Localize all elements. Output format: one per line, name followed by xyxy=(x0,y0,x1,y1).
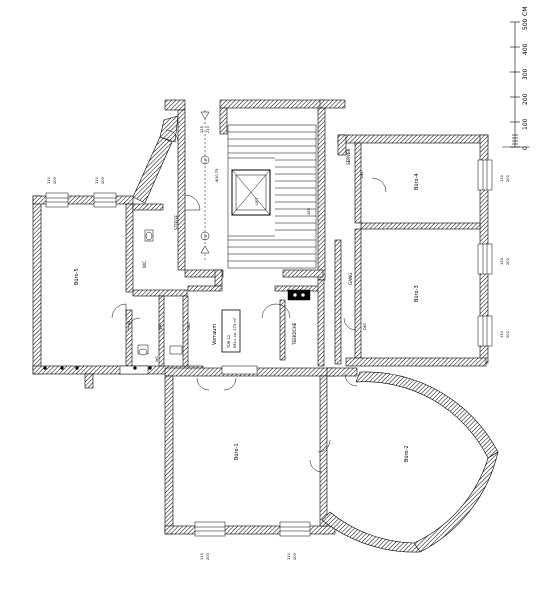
sink xyxy=(169,345,183,355)
room-gang: GANG xyxy=(348,273,353,286)
room-labels: Büro-1 Büro-2 Büro-3 Büro-4 Büro-5 Vorra… xyxy=(74,149,420,462)
door-dim-i: 130 xyxy=(500,257,504,265)
stair-treads xyxy=(228,131,316,262)
room-server: SERVER xyxy=(346,149,351,165)
fixtures xyxy=(43,229,311,370)
scale-tick-200: 200 xyxy=(522,93,529,105)
door-dim-k: 130 xyxy=(500,330,504,338)
door-dim-r: 285 xyxy=(307,208,311,215)
dec-label-1: DEC xyxy=(360,170,364,178)
room-buero2: Büro-2 xyxy=(404,445,410,462)
room-buero4: Büro-4 xyxy=(414,173,420,190)
room-buero3: Büro-3 xyxy=(414,285,420,302)
room-buero5: Büro-5 xyxy=(74,268,80,285)
scale-bar xyxy=(502,21,530,148)
info-line-2: NFL= ca. 175 m² xyxy=(233,317,237,348)
door-dim-m: 110 xyxy=(200,552,204,560)
door-dim-j: 200 xyxy=(506,257,510,265)
door-dim-c: 110 xyxy=(47,176,51,184)
room-stiege: STIEGE xyxy=(174,215,179,230)
info-box xyxy=(221,309,241,353)
windows xyxy=(45,159,493,537)
doors xyxy=(111,129,387,473)
level-mark: Ф10,75 xyxy=(215,169,219,182)
scale-tick-100: 100 xyxy=(522,118,529,130)
door-dim-f: 200 xyxy=(101,176,105,184)
door-dim-h: 200 xyxy=(506,174,510,182)
scale-labels: 0 100 200 300 400 500 CM xyxy=(522,7,529,150)
walls xyxy=(32,99,499,553)
door-dim-e: 110 xyxy=(95,176,99,184)
door-dim-n: 200 xyxy=(206,552,210,560)
door-dim-o: 110 xyxy=(287,552,291,560)
dec-label-3: DEC xyxy=(187,322,191,330)
room-vr: VR xyxy=(158,324,163,330)
door-dim-l: 200 xyxy=(506,330,510,338)
kitchen-unit xyxy=(287,289,311,301)
scale-tick-0: 0 xyxy=(522,146,529,150)
door-dim-g: 130 xyxy=(500,174,504,182)
stair-number-1: ① xyxy=(204,159,208,162)
scale-unit: CM xyxy=(522,7,529,16)
dec-label-2: DEC xyxy=(363,322,367,330)
info-line-1: TÜR 12 xyxy=(226,335,231,349)
room-buero1: Büro-1 xyxy=(234,443,240,460)
room-vorraum: Vorraum xyxy=(212,324,218,345)
stair-number-2: ② xyxy=(204,235,208,238)
scale-tick-300: 300 xyxy=(522,68,529,80)
door-dim-p: 200 xyxy=(293,552,297,560)
door-dim-b: 210 xyxy=(206,125,210,133)
door-dim-a: 125 xyxy=(200,126,204,133)
room-wc: WC xyxy=(142,261,147,268)
lift-shaft xyxy=(231,169,271,216)
door-dim-q: 94 xyxy=(127,320,131,325)
staircase xyxy=(200,110,317,269)
room-teekueche: TEEKÜCHE xyxy=(292,322,297,346)
annotations: Ф10,75 ① ② 125 210 110 200 110 200 130 2… xyxy=(47,125,510,560)
door-dim-d: 200 xyxy=(53,176,57,184)
room-wc2: WC xyxy=(155,355,159,362)
room-lift: LIFT xyxy=(255,197,259,205)
scale-tick-400: 400 xyxy=(522,43,529,55)
scale-tick-500: 500 xyxy=(522,18,529,30)
